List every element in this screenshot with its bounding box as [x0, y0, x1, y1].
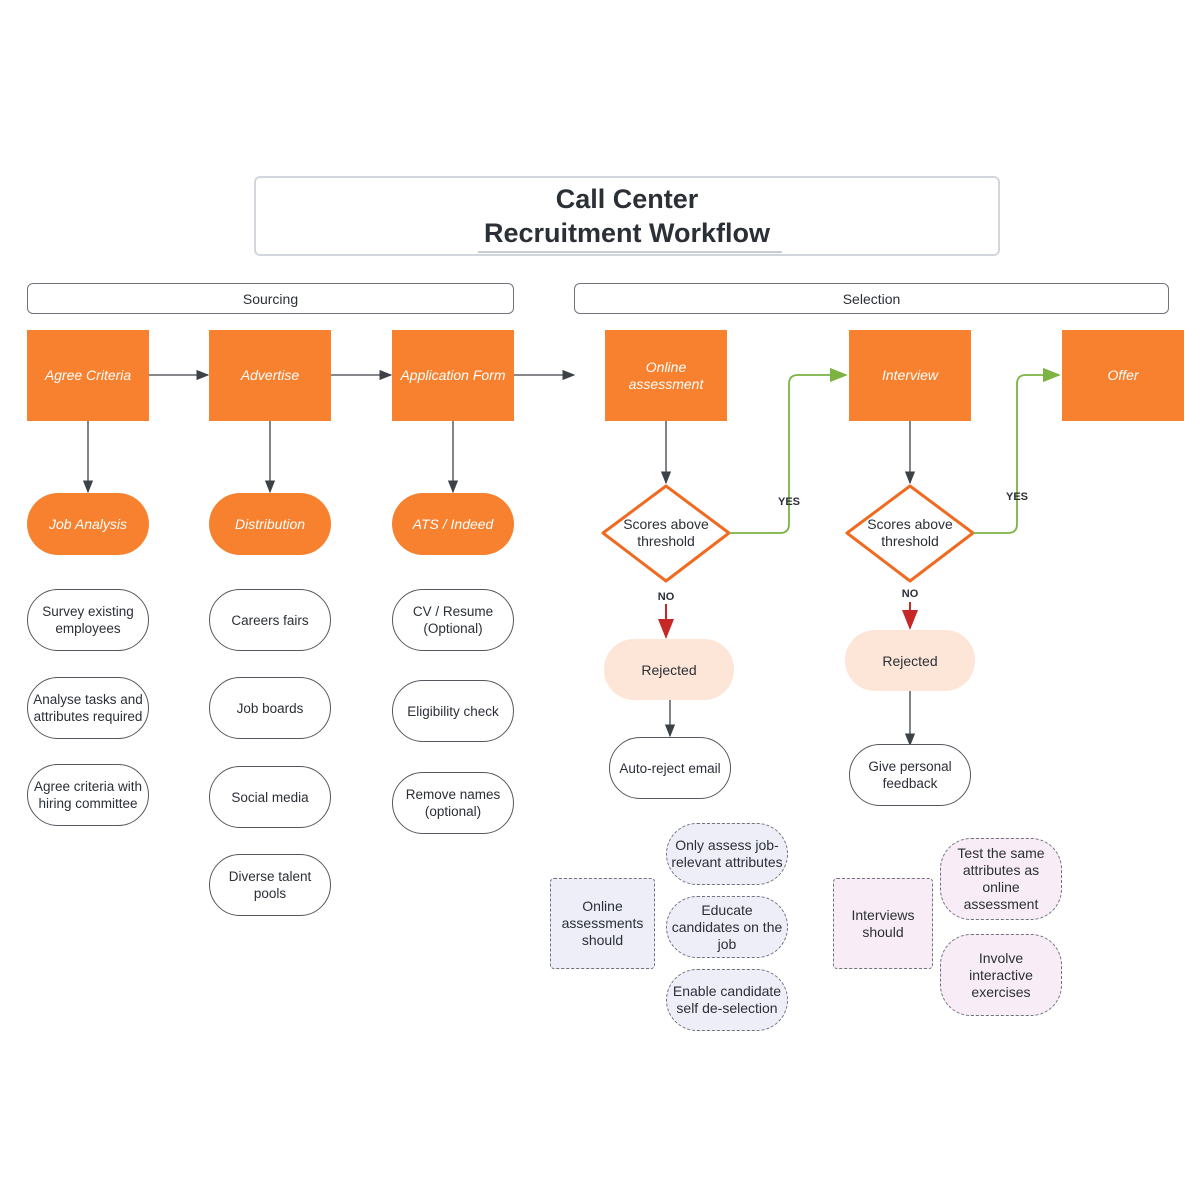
section-selection: Selection: [574, 283, 1169, 314]
rejected-interview: Rejected: [845, 630, 975, 691]
interview-notes-heading: Interviews should: [833, 878, 933, 969]
title-underline: [478, 251, 782, 253]
decision-label-assessment: Scores above threshold: [623, 516, 709, 549]
stage-interview: Interview: [849, 330, 971, 421]
diagram-title-box: Call Center Recruitment Workflow: [254, 176, 1000, 256]
no-label-interview: NO: [901, 588, 919, 600]
yes-arrow-assessment: [729, 367, 848, 534]
assessment-notes-heading: Online assessments should: [550, 878, 655, 969]
no-label-assessment: NO: [657, 591, 675, 603]
job-analysis-item: Agree criteria with hiring committee: [27, 764, 149, 826]
distribution-item: Job boards: [209, 677, 331, 739]
assessment-note-point: Educate candidates on the job: [666, 896, 788, 958]
decision-diamond-assessment: [601, 484, 731, 583]
ats-item: Remove names (optional): [392, 772, 514, 834]
decision-diamond-interview: [845, 484, 975, 583]
stage-advertise: Advertise: [209, 330, 331, 421]
decision-label-interview: Scores above threshold: [867, 516, 953, 549]
substage-job-analysis: Job Analysis: [27, 493, 149, 555]
stage-online-assessment: Online assessment: [605, 330, 727, 421]
give-personal-feedback: Give personal feedback: [849, 744, 971, 806]
stage-offer: Offer: [1062, 330, 1184, 421]
job-analysis-item: Analyse tasks and attributes required: [27, 677, 149, 739]
assessment-note-point: Only assess job-relevant attributes: [666, 823, 788, 885]
interview-note-point: Involve interactive exercises: [940, 934, 1062, 1016]
section-sourcing: Sourcing: [27, 283, 514, 314]
title-line-2: Recruitment Workflow: [483, 218, 771, 248]
yes-label-assessment: YES: [777, 496, 800, 508]
assessment-note-point: Enable candidate self de-selection: [666, 969, 788, 1031]
stage-application-form: Application Form: [392, 330, 514, 421]
distribution-item: Social media: [209, 766, 331, 828]
job-analysis-item: Survey existing employees: [27, 589, 149, 651]
title-line-1: Call Center: [555, 184, 699, 214]
yes-arrow-interview: [973, 367, 1061, 534]
ats-item: Eligibility check: [392, 680, 514, 742]
distribution-item: Diverse talent pools: [209, 854, 331, 916]
auto-reject-email: Auto-reject email: [609, 737, 731, 799]
yes-label-interview: YES: [1005, 491, 1028, 503]
distribution-item: Careers fairs: [209, 589, 331, 651]
interview-note-point: Test the same attributes as online asses…: [940, 838, 1062, 920]
rejected-assessment: Rejected: [604, 639, 734, 700]
substage-ats-indeed: ATS / Indeed: [392, 493, 514, 555]
substage-distribution: Distribution: [209, 493, 331, 555]
ats-item: CV / Resume (Optional): [392, 589, 514, 651]
stage-agree-criteria: Agree Criteria: [27, 330, 149, 421]
